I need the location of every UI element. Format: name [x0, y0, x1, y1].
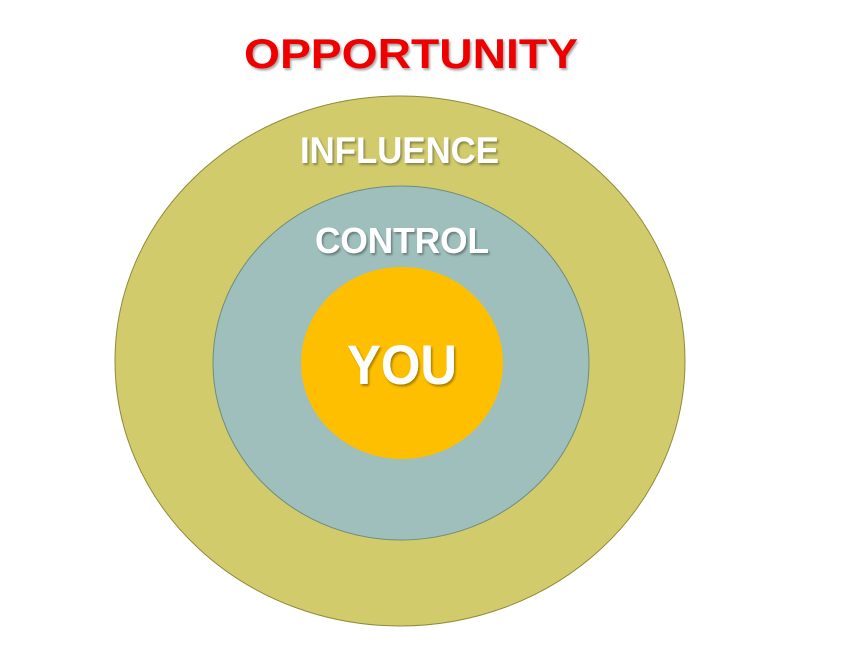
diagram-title: OPPORTUNITY — [244, 30, 578, 77]
you-label: YOU — [347, 333, 457, 396]
control-label: CONTROL — [315, 220, 489, 261]
influence-label: INFLUENCE — [300, 130, 499, 171]
you-circle — [301, 267, 503, 459]
